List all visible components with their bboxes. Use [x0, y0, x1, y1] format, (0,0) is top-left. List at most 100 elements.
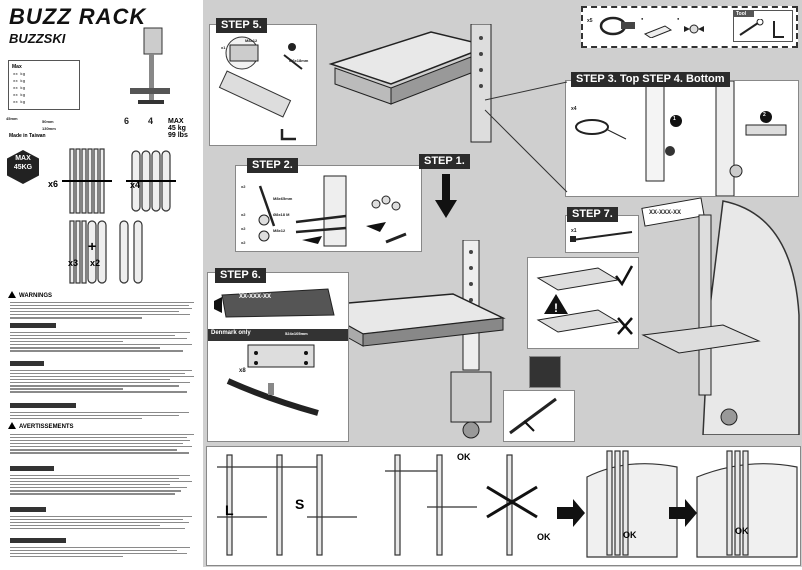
hitch-mast-illustration [310, 240, 506, 439]
spec-row: xx kg [13, 87, 26, 91]
ok-label: OK [537, 532, 551, 542]
part-qty: x1 [221, 45, 226, 50]
avertissements-heading: AVERTISSEMENTS [8, 422, 128, 431]
tray-angle-illustration: ! [536, 265, 634, 335]
part-qty: x4 [571, 106, 577, 112]
combo-qty-a: x3 [68, 258, 79, 268]
part-qty: x2 [241, 226, 246, 231]
spec-header: Max [12, 64, 22, 70]
part-qty: x2 [241, 240, 246, 245]
car-rack-illustration [641, 197, 800, 435]
warning-icon [8, 422, 16, 429]
avertissements-text [10, 514, 198, 531]
count-label: 6 [124, 116, 130, 126]
step6-panel [207, 272, 349, 442]
avertissements-text [10, 545, 198, 559]
step2-label: STEP 2. [247, 158, 298, 173]
snowboard-qty: x4 [130, 180, 141, 190]
bullet-icon: ● [641, 16, 644, 21]
wrench-icon [739, 19, 784, 38]
step1-label: STEP 1. [419, 154, 470, 169]
avertissements-text [10, 432, 198, 455]
avertissements-subhead [10, 466, 54, 471]
warnings-text [10, 410, 198, 421]
bullet-icon: ● [677, 16, 680, 21]
size-label: 45mm [6, 116, 18, 121]
step7-label: STEP 7. [567, 207, 618, 222]
made-in-label: Made in Taiwan [9, 133, 46, 139]
nut-size: M8x12 [273, 228, 286, 233]
ski-load-illustration [62, 148, 176, 284]
avertissements-subhead [10, 538, 66, 543]
plus-icon: + [88, 238, 97, 254]
avertissements-subhead [10, 507, 46, 512]
badge-line: 45KG [13, 164, 33, 171]
step3-4-panel [565, 80, 799, 197]
step5-illustration [218, 36, 303, 141]
spec-table: Max xx kg xx kg xx kg xx kg xx kg [8, 60, 80, 110]
wingnut-icon [684, 24, 704, 34]
avertissements-text [10, 473, 198, 496]
pad-icon [643, 25, 673, 38]
tool-box: Tool [733, 10, 793, 42]
warning-icon [8, 291, 16, 298]
max-label: MAX [168, 118, 184, 125]
warnings-text [10, 368, 198, 394]
tray-angle-panel: ! [527, 257, 639, 349]
spec-row: xx kg [13, 73, 26, 77]
ok-label: OK [735, 526, 749, 536]
warnings-text [10, 330, 198, 353]
model-name: BUZZSKI [9, 31, 66, 46]
bolt-size: M8x12 [245, 38, 258, 43]
license-plate-text: XX-XXX-XX [649, 210, 682, 216]
step5-panel [209, 24, 317, 146]
combo-qty-b: x2 [90, 258, 101, 268]
part-qty: x1 [571, 228, 577, 234]
tool-tip-panel [529, 356, 561, 388]
step-number: 1 [673, 116, 676, 122]
tool-label: Tool [734, 11, 754, 17]
instructions-area: x5 ● ● Tool STEP 5. x1 [203, 0, 802, 567]
svg-text:!: ! [554, 301, 558, 315]
plate-size: 524x105mm [285, 331, 308, 336]
spec-row: xx kg [13, 101, 26, 105]
ski-loading-illustration [217, 450, 798, 558]
warnings-title: WARNINGS [19, 293, 52, 299]
step-number: 2 [763, 112, 766, 118]
step2-illustration [258, 175, 407, 247]
step2-panel [235, 165, 422, 252]
zip-tie-icon [570, 231, 633, 242]
bolt-size: M8x65mm [273, 196, 293, 201]
step6-illustration [208, 288, 348, 416]
wrench-use-illustration [509, 397, 557, 435]
count-label: 4 [148, 116, 154, 126]
denmark-note: Denmark only [211, 330, 251, 336]
warnings-subhead [10, 323, 56, 328]
spec-row: xx kg [13, 94, 26, 98]
part-qty: x2 [241, 212, 246, 217]
part-qty: x8 [239, 368, 246, 374]
max-capacity: MAX 45 kg 99 lbs [168, 118, 188, 139]
max-lbs: 99 lbs [168, 132, 188, 139]
step3-4-label: STEP 3. Top STEP 4. Bottom [571, 72, 730, 87]
warnings-heading: WARNINGS [8, 291, 108, 300]
parts-list: x5 ● ● Tool [581, 6, 798, 48]
part-qty: x2 [241, 184, 246, 189]
ok-label: OK [623, 530, 637, 540]
warnings-subhead [10, 361, 44, 366]
length-short-label: S [295, 496, 305, 512]
size-label: 130mm [42, 126, 56, 131]
ski-qty: x6 [48, 179, 59, 189]
license-plate-text: XX-XXX-XX [239, 294, 272, 300]
bolt-size: M6x18mm [289, 58, 309, 63]
washer-size: Ø8x18 M [273, 212, 290, 217]
info-column: BUZZ RACK BUZZSKI Max xx kg xx kg xx kg … [0, 0, 204, 567]
brand-logo: BUZZ RACK [9, 4, 147, 29]
max-kg: 45 kg [168, 125, 186, 132]
size-label: 50mm [42, 119, 54, 124]
warnings-subhead [10, 403, 76, 408]
tray-top-illustration [328, 24, 492, 143]
badge-line: MAX [15, 155, 31, 162]
warnings-text [10, 300, 198, 320]
ok-label: OK [457, 452, 471, 462]
